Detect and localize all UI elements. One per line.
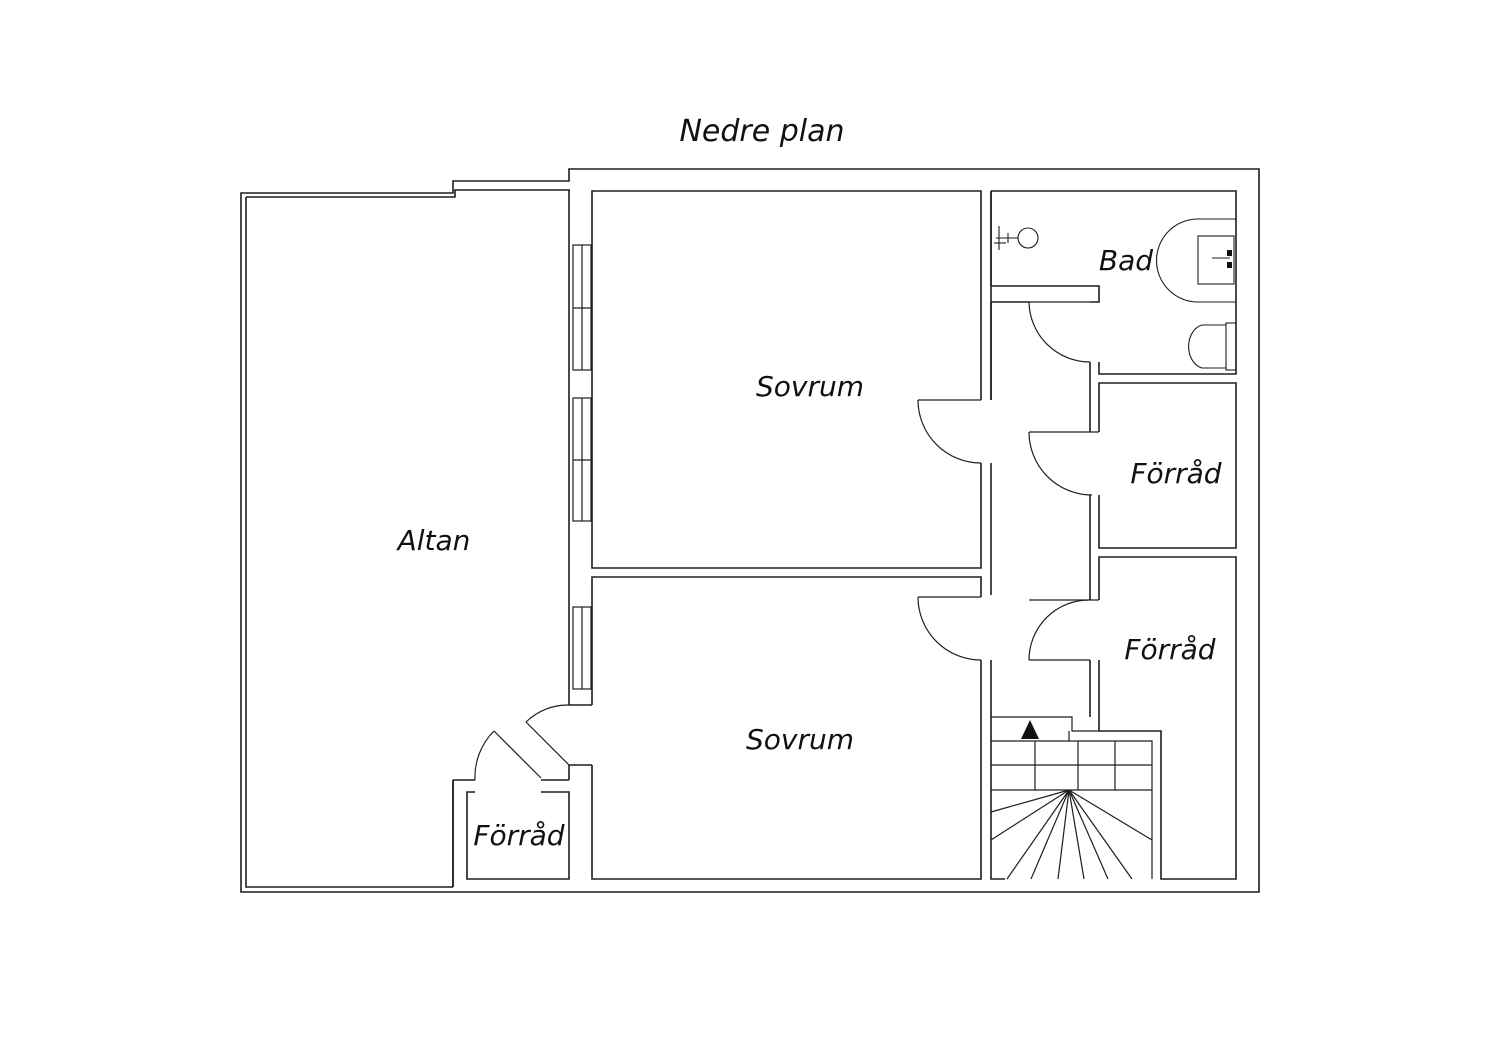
room-forrad-small [452, 780, 570, 887]
bathroom-fixtures [994, 218, 1237, 371]
staircase [990, 716, 1153, 880]
arrow-up-icon [1021, 720, 1039, 739]
room-forrad-lower [1089, 556, 1237, 880]
label-sovrum-upper: Sovrum [756, 370, 864, 403]
label-forrad-lower: Förråd [1124, 633, 1215, 666]
plan-title: Nedre plan [679, 114, 844, 149]
room-bad [990, 190, 1237, 432]
outer-walls [240, 168, 1260, 893]
sink-icon [1156, 218, 1236, 303]
doors [474, 301, 1099, 781]
windows [572, 244, 592, 690]
label-forrad-middle: Förråd [1130, 457, 1221, 490]
label-forrad-small: Förråd [473, 819, 564, 852]
room-sovrum-lower [569, 576, 982, 880]
label-altan: Altan [396, 524, 471, 557]
shower-icon [994, 226, 1039, 250]
toilet-icon [1188, 322, 1237, 371]
label-bad: Bad [1099, 244, 1153, 277]
corridor [990, 302, 1005, 880]
room-forrad-middle [1089, 382, 1237, 600]
label-sovrum-lower: Sovrum [746, 723, 854, 756]
altan-wall [453, 190, 570, 781]
